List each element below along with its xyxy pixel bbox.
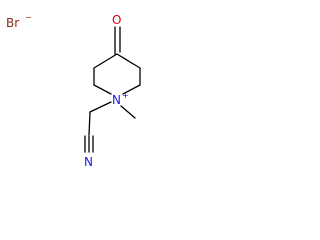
bond-methylene-nitrile-carbon xyxy=(88,111,91,136)
ring-nitrogen-charge: + xyxy=(122,91,129,100)
nitrile-nitrogen: N xyxy=(84,155,93,169)
bond-c4-c3 xyxy=(116,53,141,69)
ring-bonds xyxy=(93,53,141,95)
bond-n-methylene xyxy=(89,101,112,113)
bromide-charge: − xyxy=(25,13,32,22)
ring-nitrogen-symbol: N xyxy=(112,93,121,107)
bond-c2-n1 xyxy=(122,84,141,95)
molecule-structure: Br − O N + N xyxy=(6,13,141,169)
carbonyl-oxygen: O xyxy=(112,13,121,27)
bond-n-methyl xyxy=(120,105,136,119)
bromide-ion: Br − xyxy=(6,13,32,30)
bond-n1-c6 xyxy=(93,84,112,95)
bond-c5-c4 xyxy=(93,53,118,69)
nitrile-triple-bond xyxy=(84,135,94,153)
ring-nitrogen: N + xyxy=(112,91,129,107)
carbonyl-double-bond xyxy=(114,26,121,55)
bromide-symbol: Br xyxy=(6,16,19,30)
